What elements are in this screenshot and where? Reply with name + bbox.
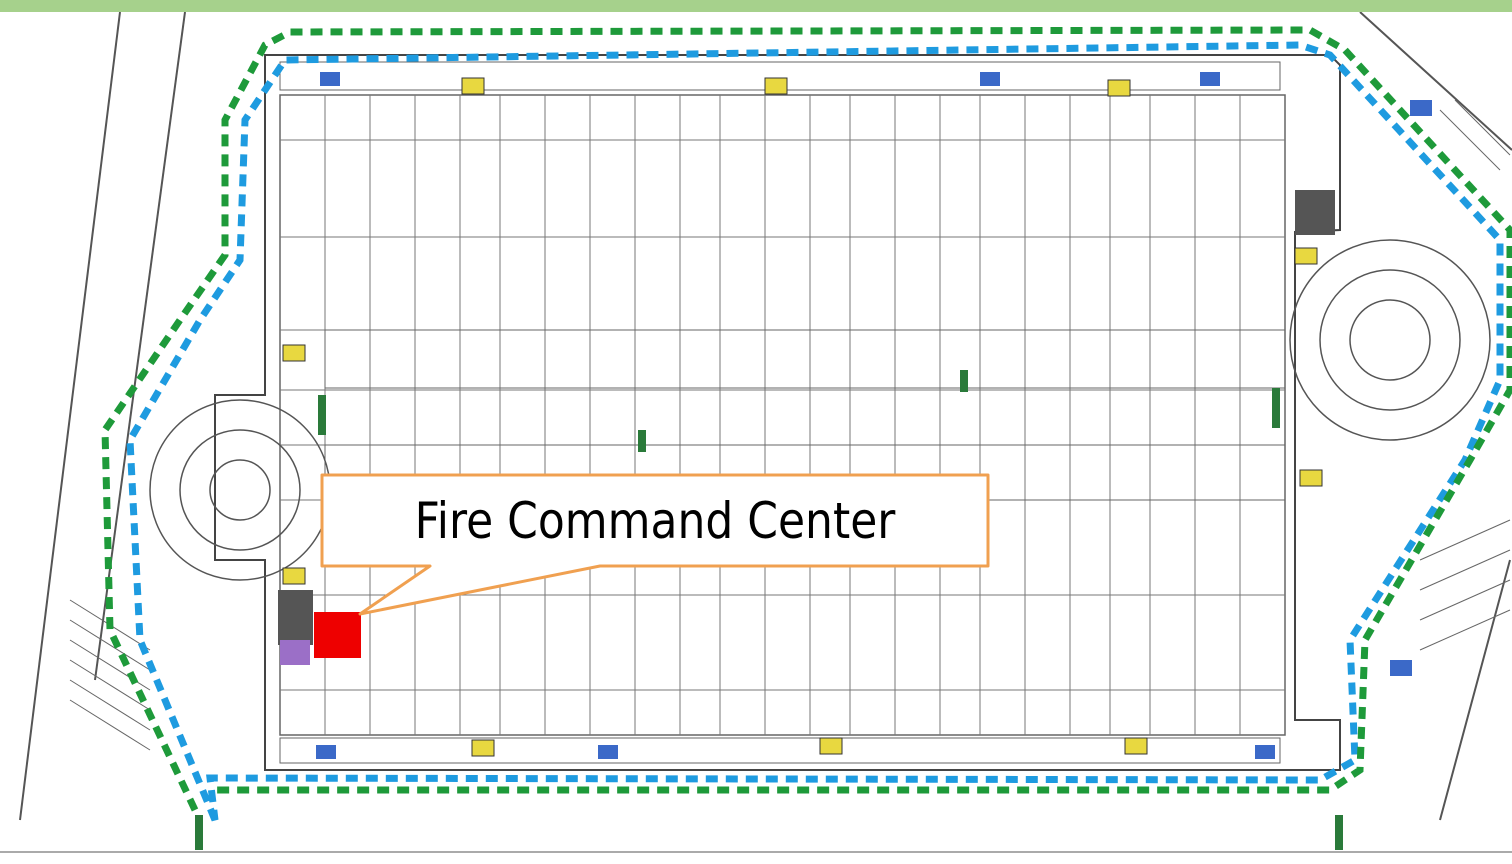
outer-route [101, 26, 1512, 812]
callout-label: Fire Command Center [414, 492, 896, 550]
header-band [0, 0, 1512, 12]
stair-icon [278, 190, 1335, 645]
parking-stalls-east [1419, 99, 1511, 651]
fire-command-center-marker [314, 612, 361, 658]
hydrant-icon [282, 77, 1323, 757]
ramp-east [1289, 239, 1491, 441]
room-highlight [280, 640, 310, 665]
grid-lines [280, 95, 1285, 735]
floor-plan-drawing [0, 12, 1512, 853]
exit-arrow-icon [316, 72, 1432, 759]
callout-box [320, 473, 990, 616]
exit-marker [195, 370, 1343, 850]
ramp-west [149, 399, 331, 581]
dock-stalls [279, 61, 1286, 764]
inner-route [126, 41, 1504, 822]
building-outline [214, 54, 1341, 771]
